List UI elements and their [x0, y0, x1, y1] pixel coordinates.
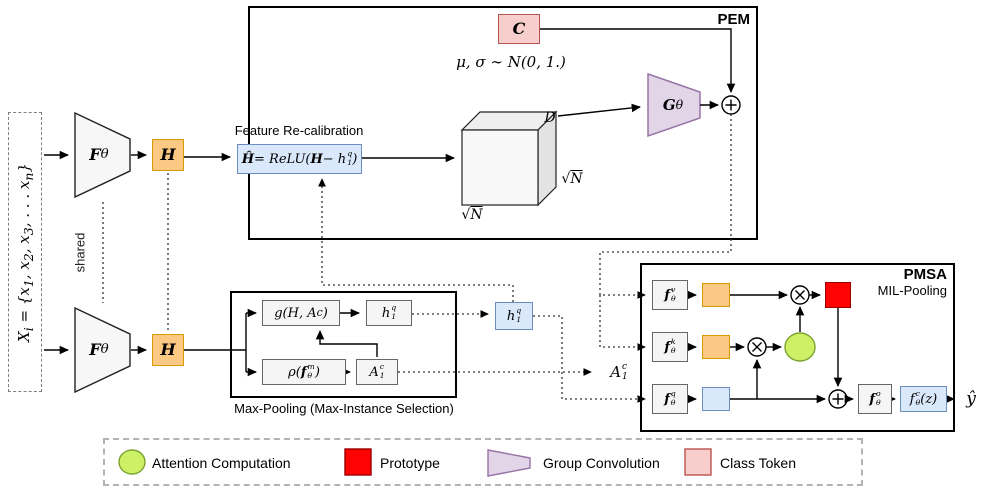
- recalibration-title: Feature Re-calibration: [234, 123, 364, 138]
- key-chip: [702, 335, 730, 359]
- prediction-label: ŷ: [966, 388, 976, 409]
- value-chip: [702, 283, 730, 307]
- legend-frame: [103, 438, 863, 486]
- class-token-box: C: [498, 14, 540, 44]
- shared-label: shared: [72, 232, 88, 272]
- maxpool-caption: Max-Pooling (Max-Instance Selection): [234, 401, 454, 416]
- cube-depth-label: D: [544, 110, 556, 126]
- legend-label-groupconv: Group Convolution: [543, 455, 660, 471]
- cube-sqrtn-right-label: √N: [561, 171, 583, 187]
- pmsa-subtitle: MIL-Pooling: [877, 283, 947, 298]
- h-top-box: H: [152, 139, 184, 171]
- legend-label-classtoken: Class Token: [720, 455, 797, 471]
- noise-label: μ, σ ∼ N(0, 1.): [456, 52, 566, 71]
- h-bottom-box: H: [152, 334, 184, 366]
- query-chip: [702, 387, 730, 411]
- shared-label-wrap: shared: [70, 212, 90, 292]
- cube-sqrtn-bottom-label: √N: [461, 207, 483, 223]
- input-bag-frame: [8, 112, 42, 392]
- input-formula: Xi = {x1, x2, x3, . . . xn}: [14, 162, 36, 342]
- pem-title: PEM: [717, 11, 750, 28]
- legend-label-prototype: Prototype: [380, 455, 440, 471]
- dotted-connector-arrow: [533, 315, 646, 404]
- legend-label-attention: Attention Computation: [152, 455, 291, 471]
- prototype-box: [825, 282, 851, 308]
- dotted-connector-arrow: [599, 295, 646, 352]
- pmsa-title: PMSA: [903, 266, 947, 283]
- input-bag: Xi = {x1, x2, x3, . . . xn}: [9, 112, 41, 392]
